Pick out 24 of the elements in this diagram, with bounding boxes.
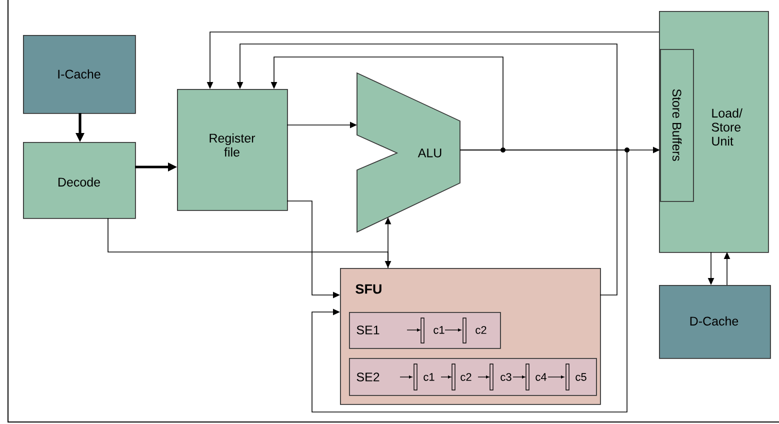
arrow [270,56,504,150]
stage-label: c3 [500,373,512,381]
arrow [286,200,340,298]
arrow [724,252,730,286]
stage-label: c2 [460,373,472,381]
arrow [135,162,177,172]
stage-label: c5 [576,373,586,381]
arrow [384,217,392,268]
arrow [312,150,628,412]
stage-label: c2 [476,326,486,334]
buffer-box: Store Buffers [660,49,694,202]
arrow [108,218,392,268]
arrow [708,252,714,285]
arrow [206,32,660,89]
stage-label: c1 [424,373,434,381]
arrow [286,122,357,128]
arrow [236,44,618,296]
stage-label: c4 [536,373,546,381]
register-box: Register file [177,89,288,211]
process-box: Decode [23,142,136,219]
arrow [76,113,84,142]
cache-box: D-Cache [659,285,771,359]
stage-label: c1 [434,326,444,334]
cache-box: I-Cache [23,35,136,114]
